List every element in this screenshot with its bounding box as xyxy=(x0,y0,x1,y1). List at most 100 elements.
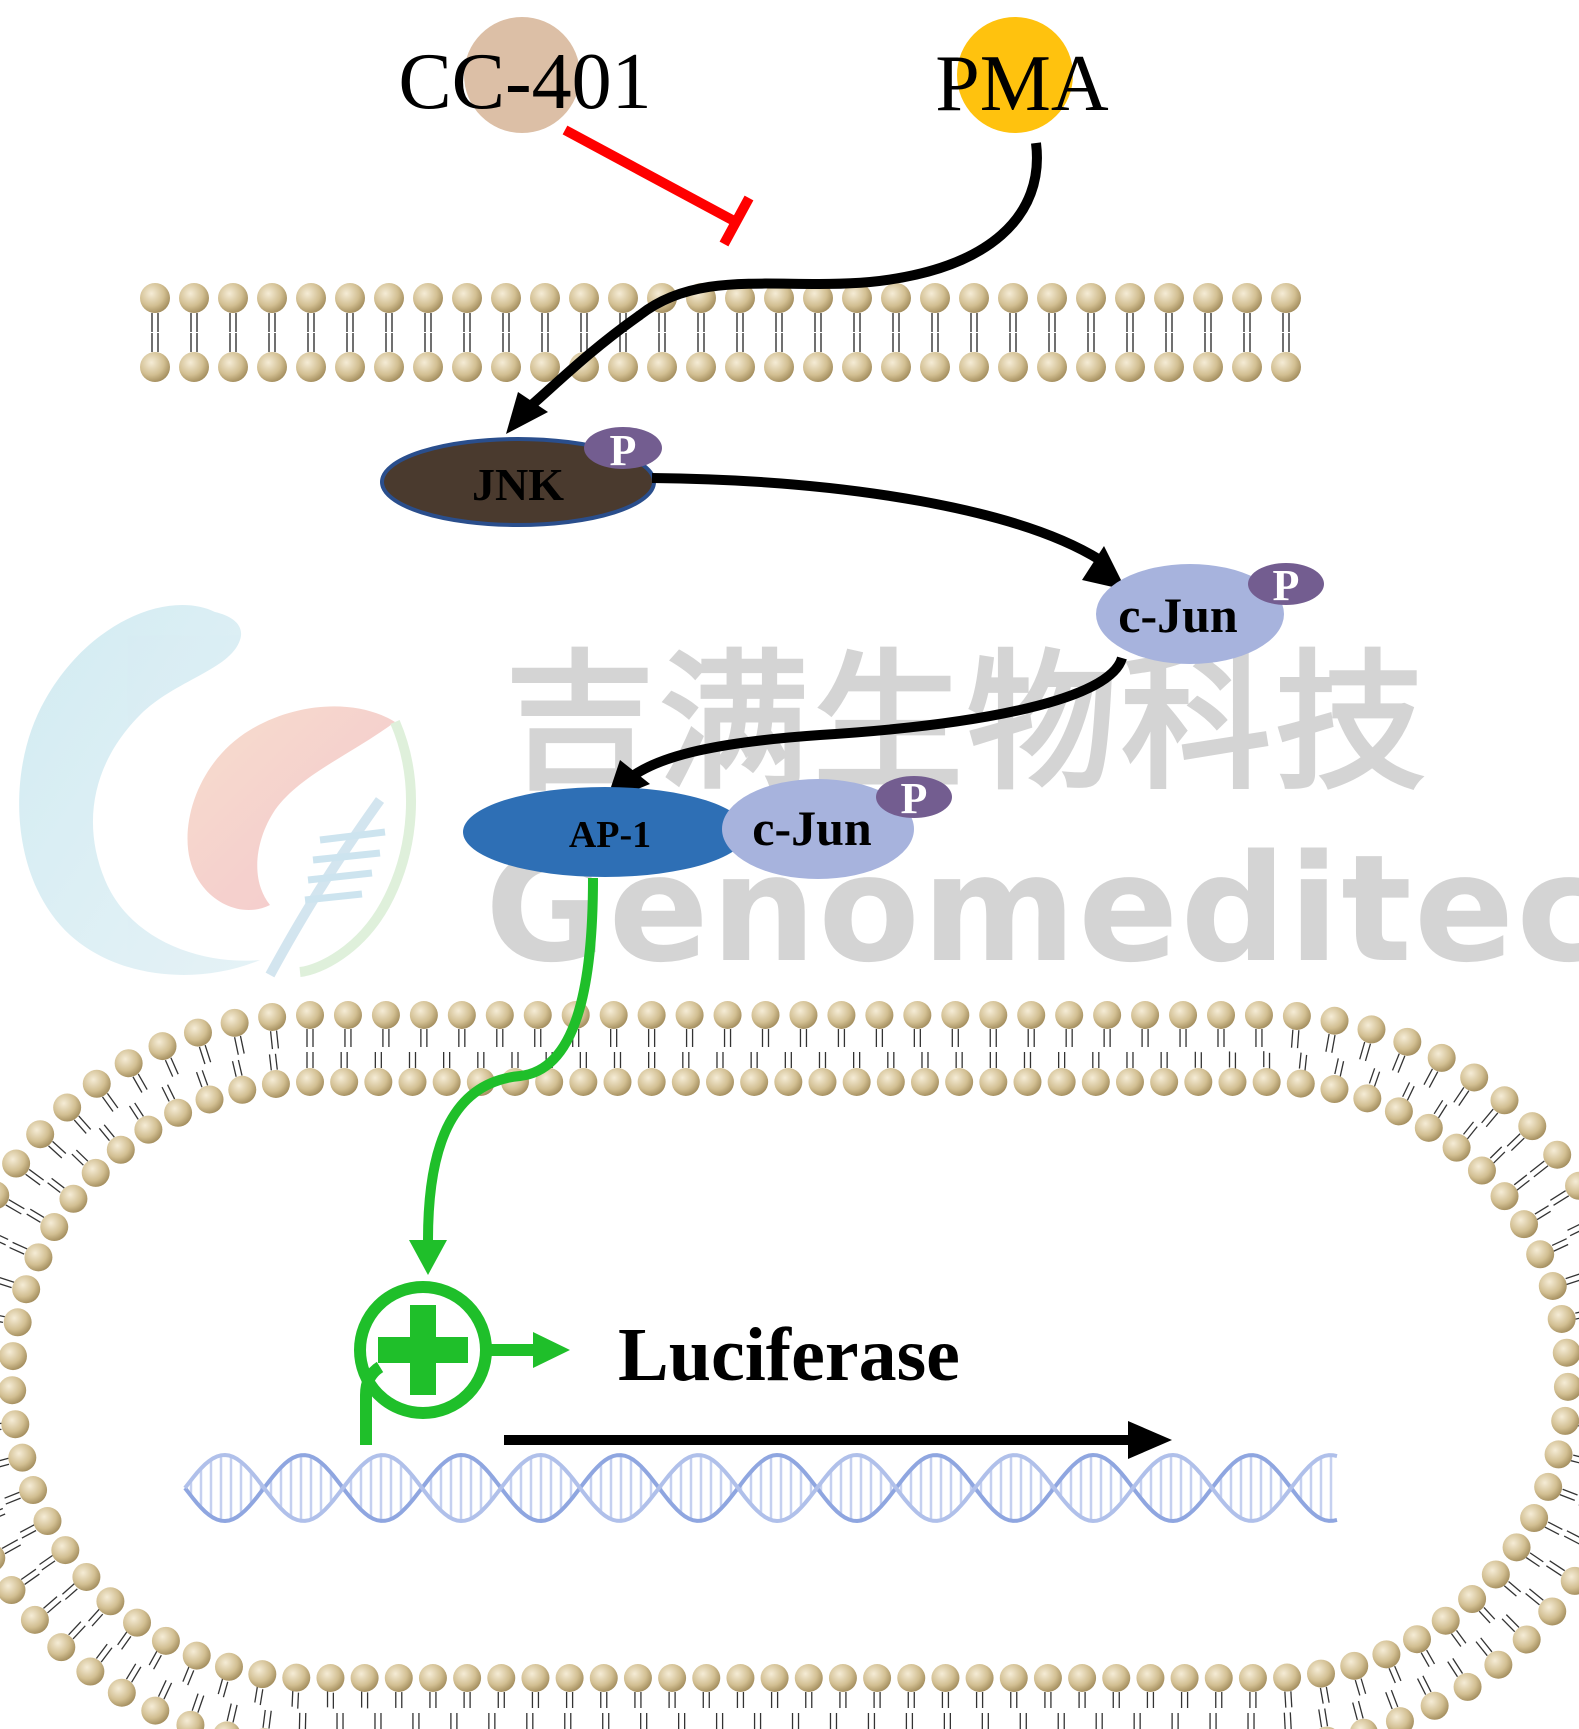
lipid xyxy=(298,1664,413,1729)
lipid xyxy=(1184,1001,1311,1096)
lipid xyxy=(1076,283,1106,382)
lipid xyxy=(842,283,872,382)
lipid xyxy=(19,1507,62,1539)
lipid xyxy=(945,1001,1046,1096)
lipid xyxy=(1353,1063,1489,1113)
lipid xyxy=(176,1663,311,1729)
lipid xyxy=(920,283,950,382)
lipid xyxy=(1115,283,1145,382)
lipid xyxy=(0,1539,101,1600)
ap1-to-promoter-arrow xyxy=(423,877,598,1241)
lipid xyxy=(1538,1271,1579,1300)
lipid xyxy=(336,1664,447,1729)
promoter-stem xyxy=(360,1361,384,1445)
lipid xyxy=(296,1001,324,1096)
lipid xyxy=(141,1660,277,1725)
lipid xyxy=(26,1120,88,1213)
lipid xyxy=(910,1001,1008,1096)
jnk-phospho-label: P xyxy=(610,426,637,475)
lipid xyxy=(1510,1205,1551,1239)
lipid xyxy=(1442,1121,1572,1178)
dna-strand-b xyxy=(183,1452,1338,1524)
lipid xyxy=(1047,1001,1160,1096)
lipid xyxy=(1520,1504,1579,1595)
lipid xyxy=(258,1002,290,1098)
ap1-label: AP-1 xyxy=(569,814,651,856)
cjun-phospho-label: P xyxy=(1273,561,1300,610)
lipid xyxy=(53,1093,110,1187)
lipid xyxy=(364,1001,400,1096)
ap1-to-promoter-arrowhead xyxy=(409,1240,447,1275)
lipid xyxy=(1133,1664,1165,1729)
lipid xyxy=(1037,283,1067,382)
lipid xyxy=(640,1664,721,1729)
lipid xyxy=(1552,1338,1579,1367)
lipid xyxy=(715,1664,789,1729)
lipid xyxy=(1502,1533,1567,1626)
lipid xyxy=(1013,1001,1122,1096)
lipid xyxy=(374,1664,482,1729)
pma-to-jnk-arrowhead xyxy=(506,392,548,434)
promoter-activation xyxy=(354,1281,570,1445)
lipid xyxy=(114,1049,163,1144)
lipid xyxy=(0,1568,125,1627)
lipid xyxy=(569,1001,628,1096)
lipid xyxy=(1458,1585,1513,1679)
complex-phospho-badge xyxy=(876,776,952,818)
complex-phospho-label: P xyxy=(901,774,928,823)
lipid xyxy=(107,1652,243,1707)
lipid xyxy=(1414,1099,1547,1152)
jnk-node: JNK P xyxy=(380,426,662,527)
jnk-to-cjun-arrowhead xyxy=(1082,546,1126,590)
cjun-to-ap1-arrow xyxy=(626,656,1127,783)
lipid xyxy=(220,1008,257,1104)
lipid xyxy=(1384,1082,1519,1128)
lipid xyxy=(677,1664,755,1729)
cjun-phospho-badge xyxy=(1248,563,1324,605)
watermark-logo-icon xyxy=(19,605,417,978)
lipid xyxy=(82,1069,135,1164)
lipid xyxy=(1019,1664,1062,1729)
lipid xyxy=(0,1308,32,1337)
lipid xyxy=(998,283,1028,382)
transcription-arrow xyxy=(504,1421,1172,1459)
lipid xyxy=(1057,1664,1097,1729)
cell-membrane xyxy=(140,283,1301,382)
lipid xyxy=(686,283,716,382)
lipid xyxy=(488,1664,584,1729)
lipid xyxy=(764,283,794,382)
lipid xyxy=(1232,283,1262,382)
dna-helix xyxy=(183,1452,1338,1524)
lipid xyxy=(1204,1664,1233,1729)
lipid xyxy=(602,1664,687,1729)
lipid xyxy=(842,1001,932,1096)
lipid xyxy=(979,1001,1084,1096)
lipid xyxy=(1218,1006,1349,1096)
inhibition-line xyxy=(562,125,754,247)
lipid xyxy=(943,1664,994,1729)
lipid xyxy=(774,1001,856,1096)
lipid xyxy=(1081,1001,1198,1096)
lipid xyxy=(791,1664,857,1729)
lipid xyxy=(740,1001,818,1096)
lipid xyxy=(1551,1406,1579,1435)
lipid xyxy=(412,1664,516,1729)
pma-ball xyxy=(957,17,1073,133)
lipid xyxy=(296,283,326,382)
lipid xyxy=(1238,1664,1267,1729)
lipid xyxy=(0,1443,37,1472)
lipid xyxy=(603,1001,666,1096)
lipid xyxy=(374,283,404,382)
lipid xyxy=(1526,1238,1569,1269)
lipid xyxy=(0,1507,80,1571)
lipid xyxy=(0,1376,27,1405)
lipid xyxy=(1150,1001,1273,1096)
lipid xyxy=(526,1664,618,1729)
plus-horizontal-bar xyxy=(378,1337,468,1363)
lipid xyxy=(808,1001,894,1096)
lipid xyxy=(1271,283,1301,382)
lipid xyxy=(179,283,209,382)
lipid xyxy=(876,1001,970,1096)
lipid xyxy=(705,1001,780,1096)
lipid xyxy=(959,283,989,382)
